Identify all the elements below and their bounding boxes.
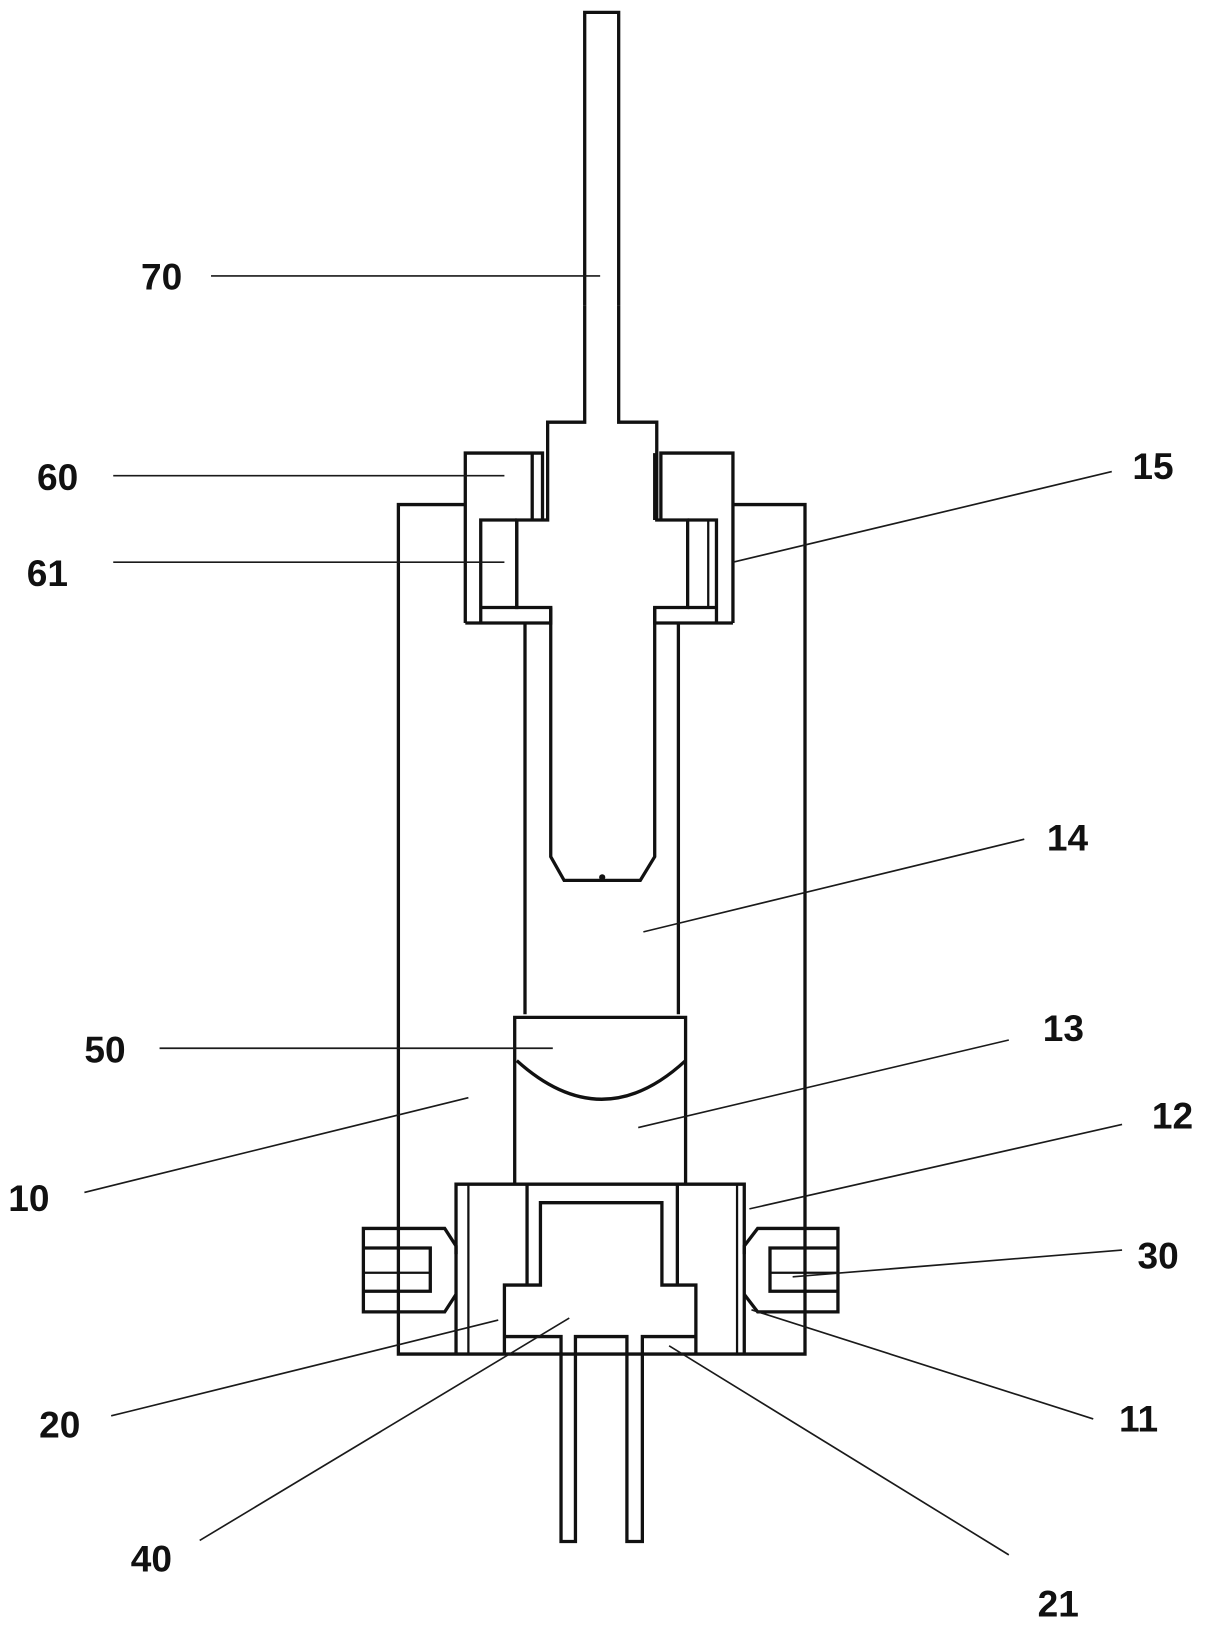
label-61: 61 <box>27 552 68 594</box>
label-12: 12 <box>1152 1095 1193 1137</box>
part-12-base <box>454 1182 746 1355</box>
label-11: 11 <box>1119 1397 1158 1439</box>
leader-lines <box>84 275 1123 1556</box>
label-20: 20 <box>39 1403 80 1445</box>
label-21: 21 <box>1038 1583 1079 1625</box>
label-40: 40 <box>131 1537 172 1579</box>
label-50: 50 <box>84 1029 125 1071</box>
part-30-clip-right <box>742 1226 840 1314</box>
part-50-piston <box>513 1015 688 1185</box>
label-14: 14 <box>1047 817 1089 859</box>
part-14-tube <box>523 622 681 1015</box>
label-10: 10 <box>8 1177 49 1219</box>
part-10-housing <box>396 502 807 1356</box>
label-60: 60 <box>37 456 78 498</box>
label-30: 30 <box>1138 1235 1179 1277</box>
part-20-seat <box>502 1201 698 1355</box>
part-30-clip-left <box>361 1226 458 1314</box>
part-70-rod <box>515 10 690 883</box>
part-61-bushing <box>465 518 733 625</box>
label-13: 13 <box>1043 1007 1084 1049</box>
part-60-cap <box>463 451 735 623</box>
label-70: 70 <box>141 255 182 297</box>
label-15: 15 <box>1132 445 1173 487</box>
part-40-electrodes <box>504 1334 696 1544</box>
